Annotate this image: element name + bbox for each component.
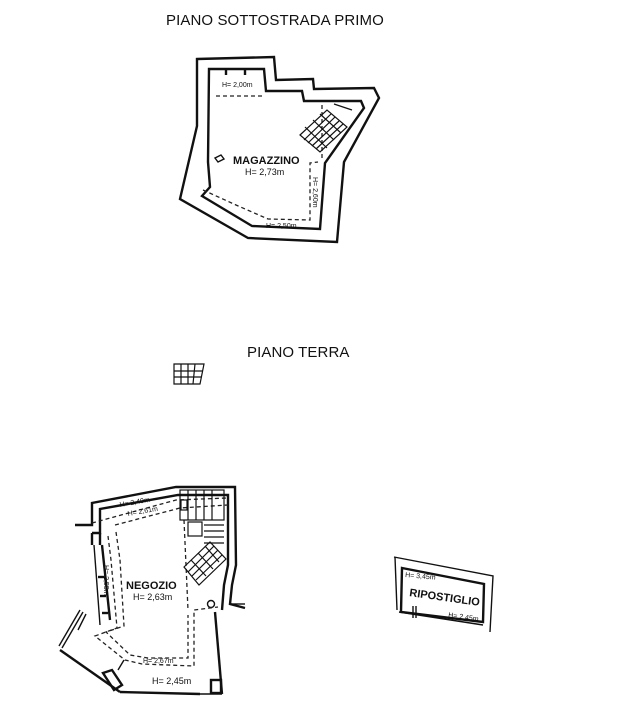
shop-west-wall [93,544,101,626]
door-symbol [213,154,226,163]
shop-entry-wall [58,609,81,647]
height-label: H= 2,60m [311,177,318,208]
shop-west-wall [100,544,112,621]
storage-inner-wall [399,566,486,624]
height-label: H= 2,50m [266,223,297,230]
stair-symbol [173,363,205,385]
height-label: H= 2,45m [448,612,479,623]
height-label: H= 3,45m [405,572,436,582]
basement-staircase [299,103,353,153]
basement-floor-title: PIANO SOTTOSTRADA PRIMO [166,12,384,29]
column-symbol [206,599,216,609]
shop-entry-wall [61,611,84,649]
room-height-magazzino: H= 2,73m [245,167,284,177]
room-name-ripostiglio: RIPOSTIGLIO [409,587,481,609]
ground-floor-title: PIANO TERRA [247,344,350,361]
height-line [93,535,219,667]
height-label: H= 2,61m [127,506,158,518]
shop-south-wall [119,690,201,696]
ground-shop-plan: H= 2,40m H= 2,61m H= 2,55m NEGOZIO H= 2,… [58,485,246,696]
height-label: H= 2,00m [222,82,253,89]
storage-outer-wall [393,556,494,633]
pillar [101,668,124,692]
height-label: H= 2,45m [152,676,191,686]
height-line [202,161,319,221]
pillar [209,678,223,695]
ground-storage-plan: H= 3,45m RIPOSTIGLIO H= 2,45m [393,556,494,633]
shop-inner-wall [92,493,230,611]
room-name-magazzino: MAGAZZINO [233,155,300,167]
height-label: H= 2,67m [143,658,174,665]
basement-plan: H= 2,00m MAGAZZINO H= 2,73m H= 2,60m H= … [178,55,381,244]
room-name-negozio: NEGOZIO [126,580,177,592]
room-height-negozio: H= 2,63m [133,592,172,602]
door-mark [117,659,125,671]
storage-outer-wall [394,556,398,611]
shop-staircase [179,489,227,586]
height-label: H= 2,55m [102,565,109,596]
height-line [91,497,228,524]
door-mark [77,613,87,631]
basement-inner-wall [200,67,366,231]
height-line [104,531,189,659]
shop-outer-wall [75,485,246,610]
basement-outer-wall [178,55,381,244]
